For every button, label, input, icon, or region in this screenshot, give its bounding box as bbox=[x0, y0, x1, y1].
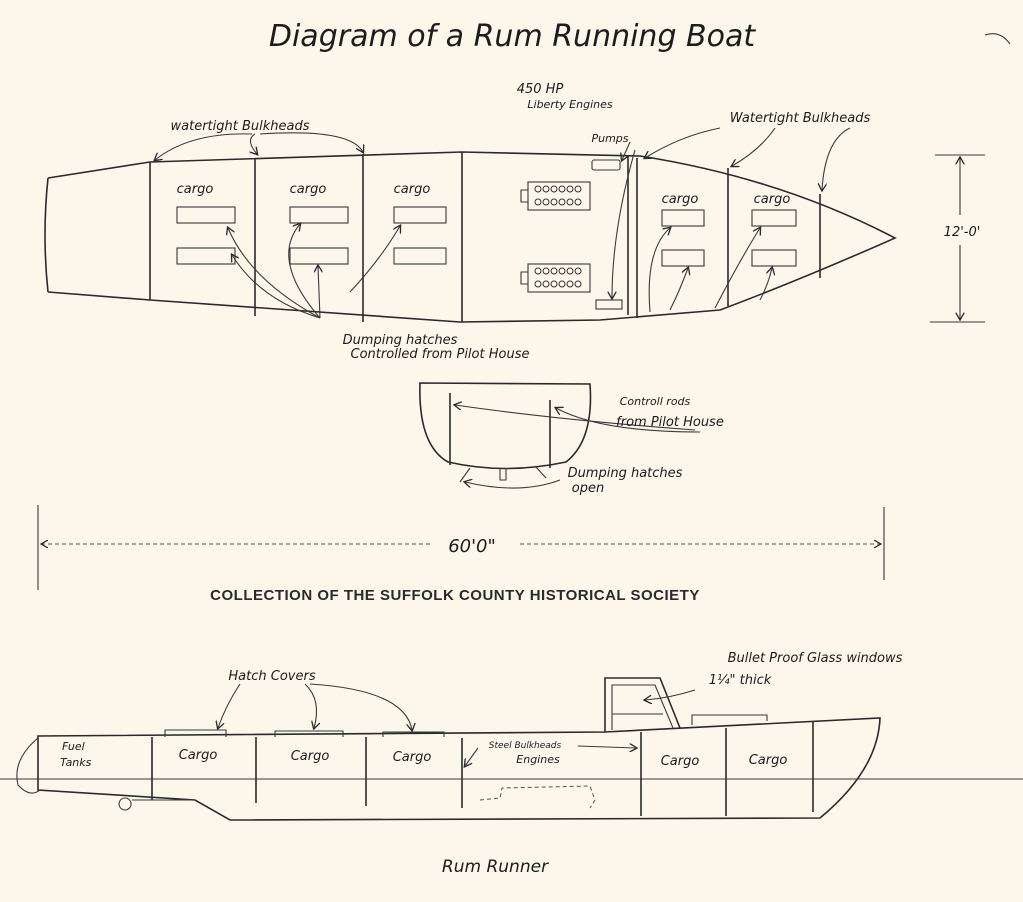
pumps-label: Pumps bbox=[591, 132, 628, 145]
hatch-cover bbox=[274, 730, 344, 737]
pump bbox=[591, 159, 621, 171]
bulkheads-left-label: watertight Bulkheads bbox=[171, 119, 310, 134]
tanks-label: Tanks bbox=[60, 756, 92, 769]
cargo-label: cargo bbox=[177, 182, 214, 197]
pilot-house bbox=[604, 677, 681, 732]
pump bbox=[595, 299, 623, 310]
cargo-label: Cargo bbox=[393, 750, 432, 765]
cargo-label: cargo bbox=[754, 192, 791, 207]
bulkhead-arrow bbox=[645, 127, 721, 158]
pumps-arrow bbox=[622, 141, 631, 160]
beam-dimension: 12'-0' bbox=[944, 225, 981, 240]
cross-section-view: Controll rods from Pilot House Dumping h… bbox=[419, 382, 724, 496]
hull-cross-section bbox=[419, 382, 592, 470]
page-corner-mark bbox=[984, 33, 1011, 45]
hatch-arrow bbox=[669, 268, 688, 311]
control-rods-origin-label: from Pilot House bbox=[616, 415, 724, 430]
glass-thickness-label: 1¼" thick bbox=[709, 673, 772, 688]
cargo-label: cargo bbox=[290, 182, 327, 197]
top-hull-outline bbox=[44, 151, 897, 323]
steel-bulkhead-arrow bbox=[577, 746, 636, 748]
pump-arrow bbox=[612, 149, 636, 298]
cargo-label: cargo bbox=[394, 182, 431, 197]
length-value: 60'0" bbox=[448, 536, 496, 557]
bulkhead-arrow bbox=[732, 127, 776, 166]
engines-label: Engines bbox=[516, 753, 560, 766]
hatch-arrow bbox=[759, 268, 772, 301]
dumping-hatch bbox=[393, 247, 447, 265]
open-hatch bbox=[459, 465, 547, 483]
dumping-hatch bbox=[176, 247, 236, 265]
bullet-proof-window bbox=[611, 684, 674, 730]
dumping-hatch bbox=[393, 206, 447, 224]
dumping-hatch bbox=[661, 209, 705, 227]
bulkhead-arrow bbox=[822, 127, 851, 190]
rod-arrow bbox=[556, 408, 701, 433]
hatch-arrow bbox=[648, 228, 670, 313]
hatch-arrow bbox=[309, 683, 412, 730]
rudder bbox=[16, 737, 41, 794]
bulkhead-arrow bbox=[250, 133, 257, 154]
hatch-arrow bbox=[288, 224, 321, 319]
hatch-open-arrow bbox=[465, 480, 561, 489]
dumping-hatch bbox=[289, 247, 349, 265]
engine-hp-label: 450 HP bbox=[517, 82, 564, 97]
hatch-arrow bbox=[228, 228, 321, 319]
dumping-open-state: open bbox=[572, 481, 604, 496]
cargo-label: cargo bbox=[662, 192, 699, 207]
hatch-arrow bbox=[218, 683, 241, 728]
steel-bulkheads-label: Steel Bulkheads bbox=[489, 741, 562, 751]
hatch-arrow bbox=[349, 226, 400, 293]
collection-credit: COLLECTION OF THE SUFFOLK COUNTY HISTORI… bbox=[210, 587, 700, 604]
side-view-elevation: Hatch Covers Bullet Proof Glass windows … bbox=[0, 651, 1023, 821]
length-dimension: 60'0" bbox=[37, 505, 885, 590]
liberty-engine bbox=[520, 263, 591, 293]
top-view-plan: cargo cargo cargo cargo cargo bbox=[44, 82, 985, 362]
cargo-label: Cargo bbox=[661, 754, 700, 769]
hatch-arrow bbox=[304, 683, 317, 728]
glass-windows-label: Bullet Proof Glass windows bbox=[728, 651, 903, 666]
side-hull-outline bbox=[37, 717, 881, 821]
cargo-label: Cargo bbox=[291, 749, 330, 764]
dumping-hatch bbox=[289, 206, 349, 224]
fuel-label: Fuel bbox=[62, 740, 85, 753]
dumping-hatch bbox=[661, 249, 705, 267]
diagram-title: Diagram of a Rum Running Boat bbox=[269, 19, 756, 54]
control-rods-label: Controll rods bbox=[620, 395, 691, 408]
cargo-label: Cargo bbox=[749, 753, 788, 768]
engine-outline bbox=[479, 785, 596, 809]
bulkheads-right-label: Watertight Bulkheads bbox=[730, 111, 871, 126]
dumping-open-label: Dumping hatches bbox=[568, 466, 683, 481]
hatch-arrow bbox=[714, 228, 760, 309]
steel-bulkhead-arrow bbox=[465, 747, 479, 766]
hatch-arrow bbox=[232, 255, 321, 319]
liberty-engine bbox=[520, 181, 591, 211]
glass-arrow bbox=[645, 689, 696, 700]
deck-hatch bbox=[691, 714, 768, 725]
engine-type-label: Liberty Engines bbox=[527, 98, 612, 111]
hatch-cover bbox=[164, 729, 227, 737]
propeller bbox=[118, 797, 195, 811]
bulkhead-arrow bbox=[155, 133, 253, 160]
bulkhead-arrow bbox=[259, 132, 363, 152]
rod-arrow bbox=[455, 405, 696, 431]
dumping-hatch bbox=[176, 206, 236, 224]
hatch-arrow bbox=[318, 266, 320, 319]
cargo-label: Cargo bbox=[179, 748, 218, 763]
dumping-hatch bbox=[751, 249, 797, 267]
dumping-hatches-label: Dumping hatches bbox=[343, 333, 458, 348]
dumping-control-label: Controlled from Pilot House bbox=[351, 347, 530, 362]
hatch-covers-label: Hatch Covers bbox=[228, 669, 315, 684]
dumping-hatch bbox=[751, 209, 797, 227]
diagram-caption: Rum Runner bbox=[442, 857, 549, 877]
